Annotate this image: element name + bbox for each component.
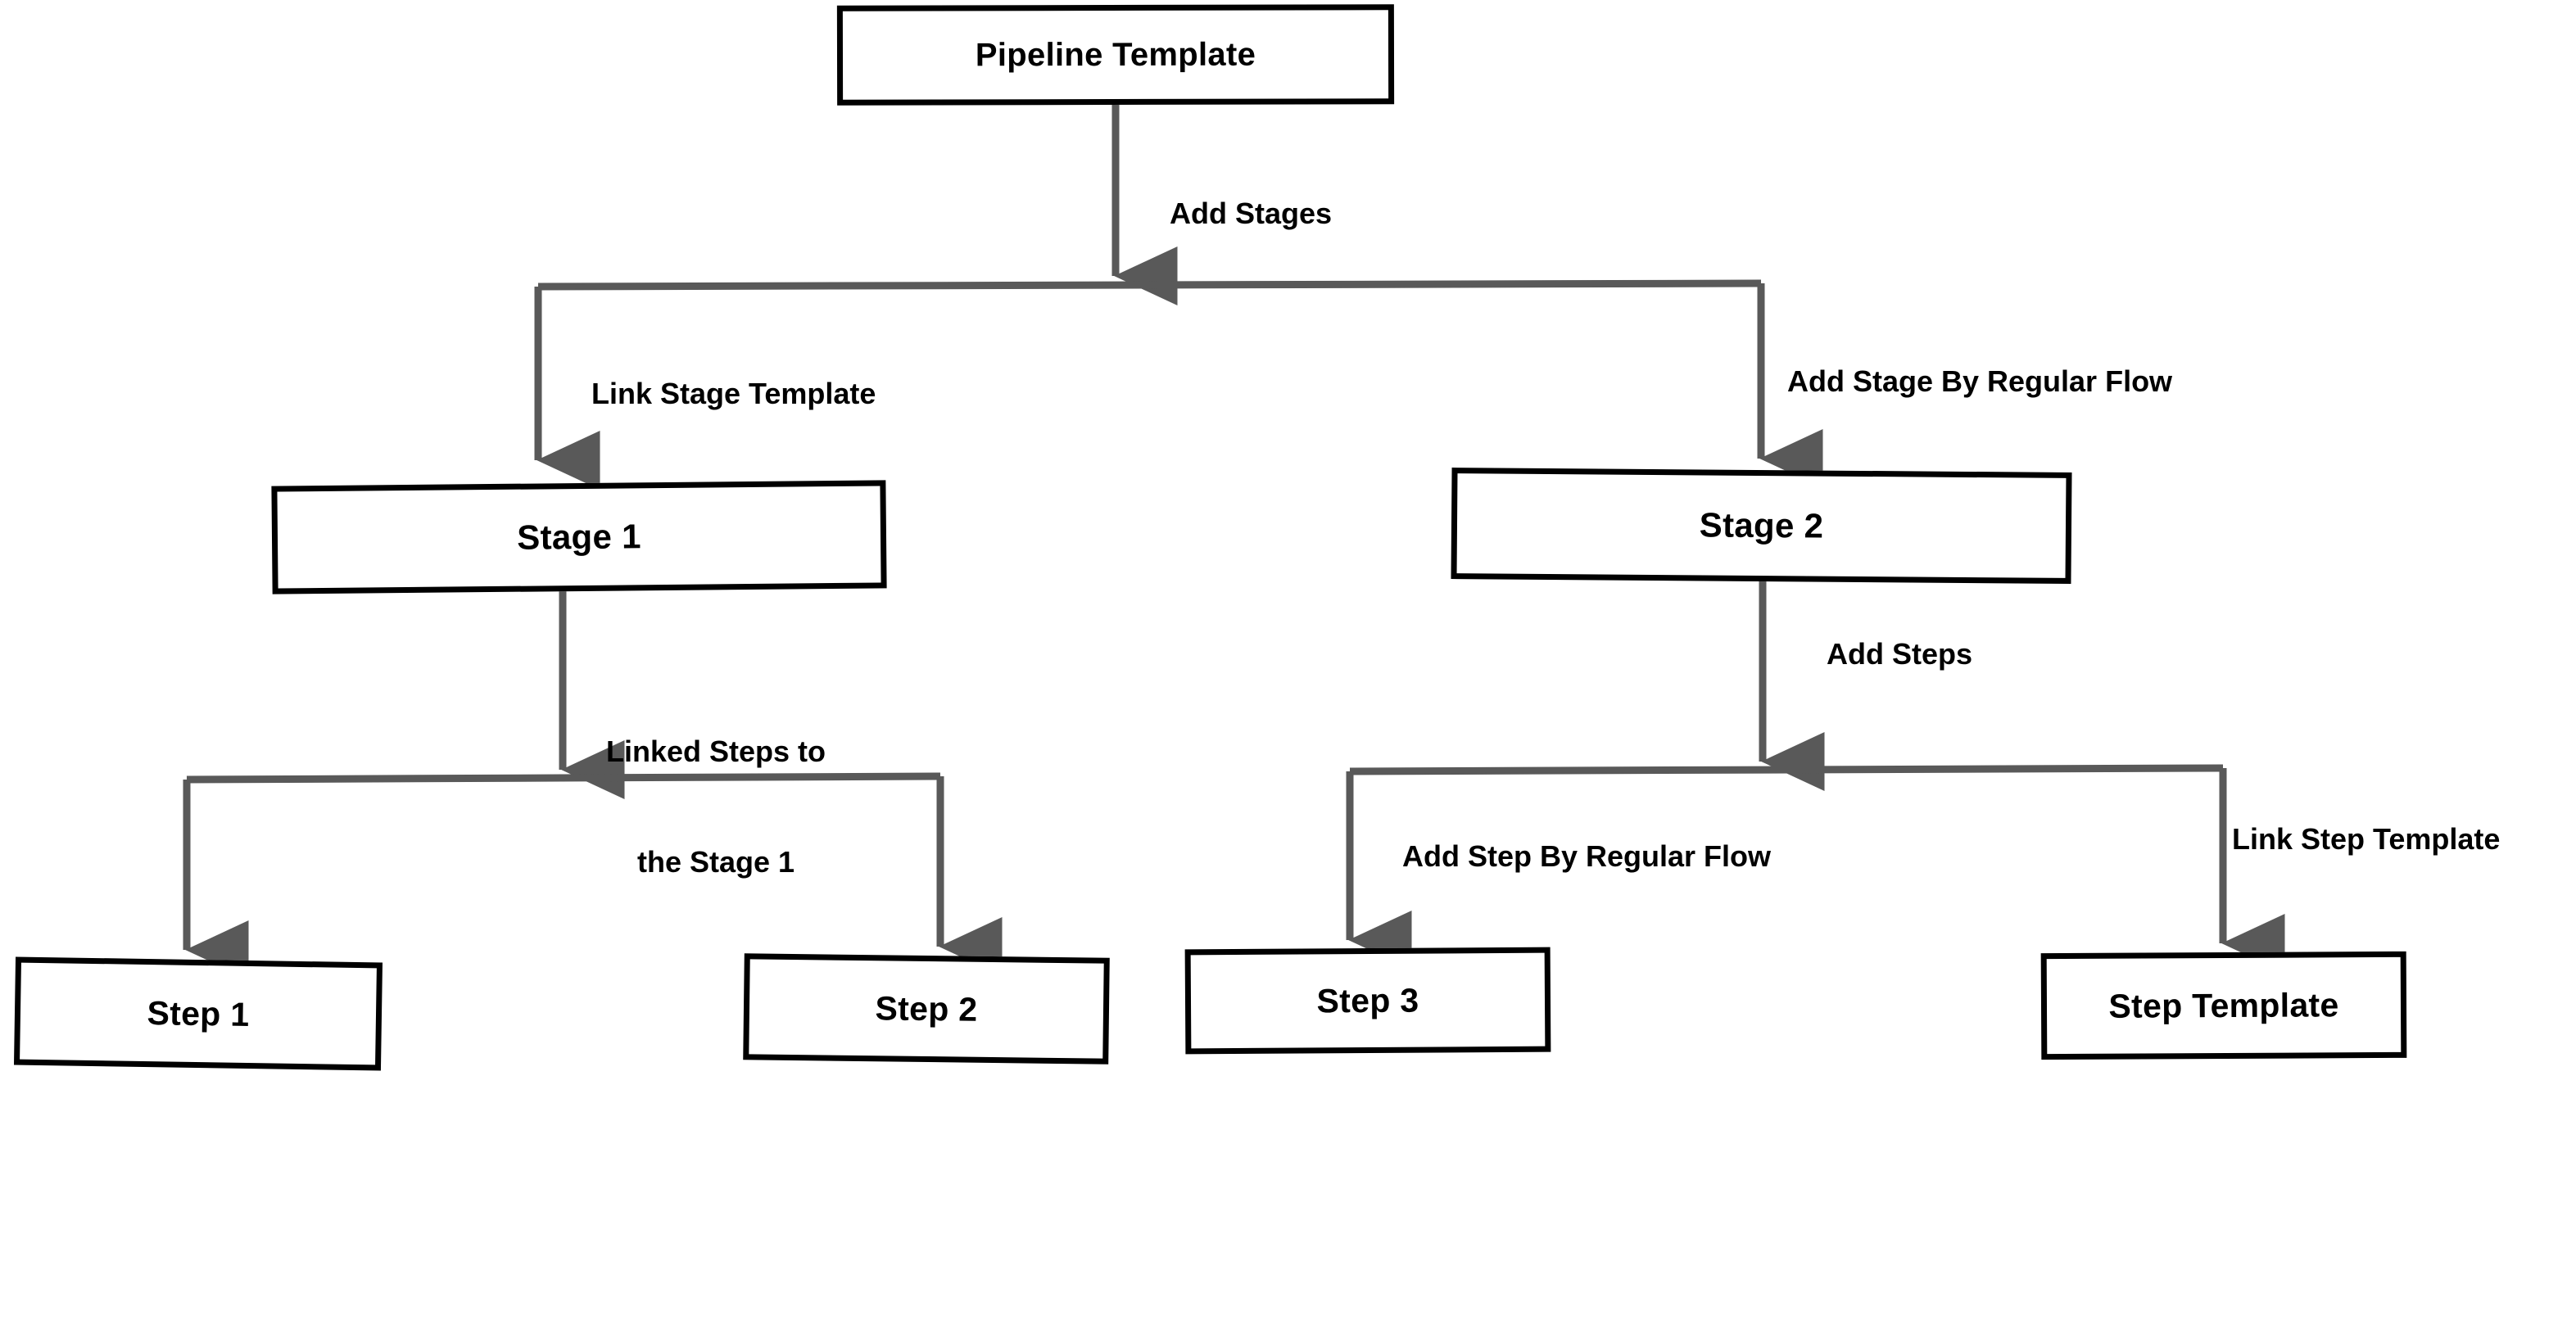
node-step-1-label: Step 1 bbox=[147, 993, 250, 1033]
node-stage-2[interactable]: Stage 2 bbox=[1451, 468, 2072, 584]
edge-label-add-steps: Add Steps bbox=[1827, 637, 1973, 671]
node-step-1[interactable]: Step 1 bbox=[13, 956, 383, 1071]
node-stage-2-label: Stage 2 bbox=[1699, 505, 1824, 545]
edge-label-link-step-template: Link Step Template bbox=[2232, 822, 2501, 856]
edge-step-bus-left bbox=[186, 772, 941, 784]
edge-label-add-stage-by-regular-flow: Add Stage By Regular Flow bbox=[1787, 364, 2173, 398]
node-step-template[interactable]: Step Template bbox=[2040, 951, 2407, 1060]
node-stage-1-label: Stage 1 bbox=[517, 517, 641, 557]
node-step-3-label: Step 3 bbox=[1316, 981, 1419, 1019]
edge-label-linked-steps-line-2: the Stage 1 bbox=[636, 845, 795, 879]
node-step-2-label: Step 2 bbox=[875, 988, 978, 1028]
node-pipeline-template[interactable]: Pipeline Template bbox=[836, 4, 1395, 106]
node-step-template-label: Step Template bbox=[2108, 985, 2339, 1025]
edge-stage-bus bbox=[537, 279, 1762, 291]
node-step-2[interactable]: Step 2 bbox=[743, 953, 1110, 1065]
edge-label-link-stage-template: Link Stage Template bbox=[591, 377, 876, 410]
edge-label-add-step-by-regular-flow: Add Step By Regular Flow bbox=[1402, 839, 1772, 873]
edge-label-add-stages: Add Stages bbox=[1170, 197, 1333, 230]
edge-label-linked-steps-to-stage-1: Linked Steps to the Stage 1 bbox=[606, 659, 826, 954]
node-stage-1[interactable]: Stage 1 bbox=[271, 480, 887, 594]
node-pipeline-template-label: Pipeline Template bbox=[975, 36, 1256, 73]
edge-step-bus-right bbox=[1349, 764, 2224, 775]
node-step-3[interactable]: Step 3 bbox=[1184, 947, 1551, 1055]
edge-label-linked-steps-line-1: Linked Steps to bbox=[606, 735, 826, 768]
